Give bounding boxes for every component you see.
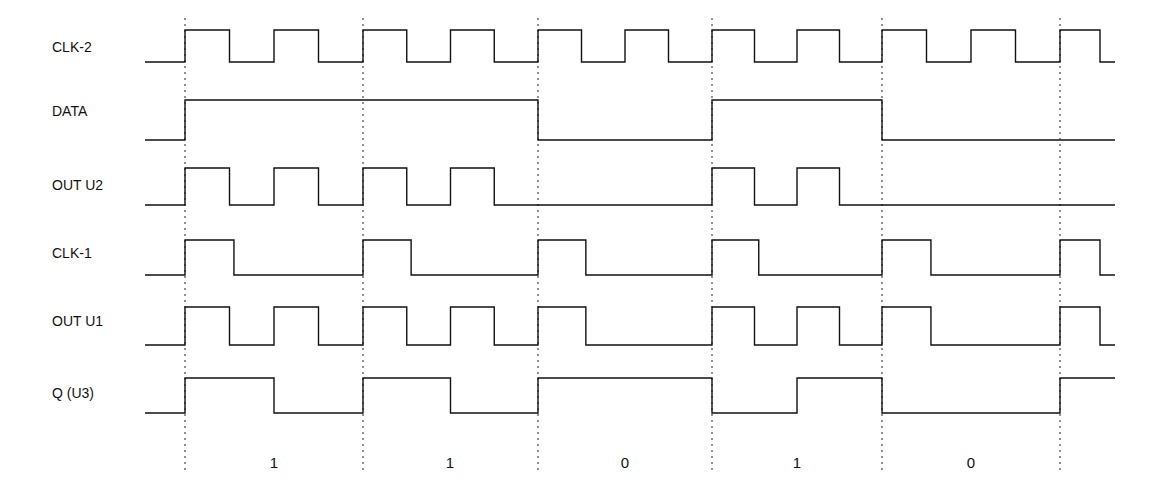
bit-value: 0 [621,455,629,470]
bit-value: 0 [967,455,975,470]
signal-waveform [145,240,1115,275]
signal-name: CLK-2 [52,40,92,54]
signal-waveform [145,168,1115,205]
signal-name: Q (U3) [52,386,94,400]
bit-value: 1 [793,455,801,470]
signal-waveform [145,30,1115,62]
signal-name: OUT U2 [52,178,103,192]
signal-name: OUT U1 [52,314,103,328]
signal-name: DATA [52,104,87,118]
bit-value: 1 [270,455,278,470]
bit-value: 1 [446,455,454,470]
signal-waveform [145,100,1115,140]
signal-waveform [145,307,1115,345]
signal-name: CLK-1 [52,246,92,260]
signal-waveform [145,378,1115,413]
